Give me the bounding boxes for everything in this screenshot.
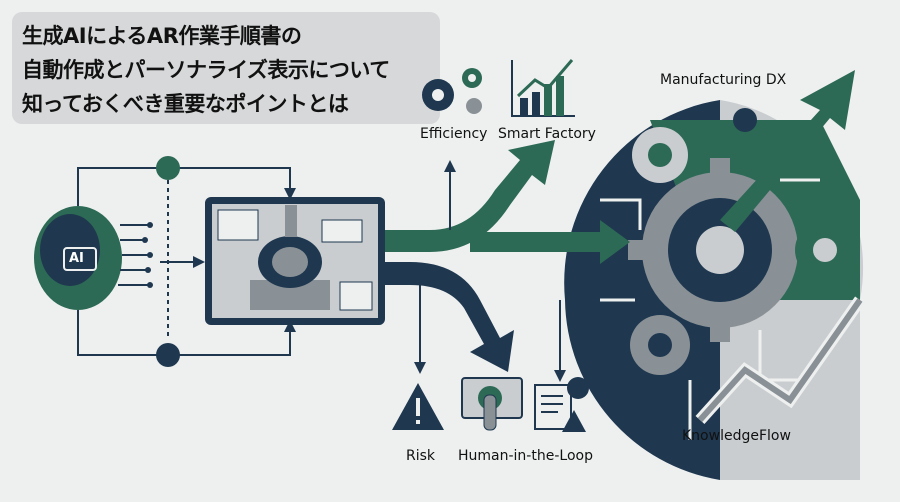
- growth-arrow: [720, 70, 855, 232]
- title-line-3: 知っておくべき重要なポイントとは: [22, 92, 349, 116]
- flow-arrow-up: [385, 140, 555, 252]
- title-line-2: 自動作成とパーソナライズ表示について: [22, 58, 390, 82]
- node-top: [156, 156, 180, 180]
- label-manufacturing-dx: Manufacturing DX: [660, 72, 787, 88]
- document-question-icon: [534, 377, 589, 432]
- rising-chart-icon: [511, 59, 575, 117]
- label-knowledgeflow: KnowledgeFlow: [682, 428, 791, 444]
- node-bottom: [156, 343, 180, 367]
- big-gear-icon: [564, 100, 865, 480]
- label-human-in-the-loop: Human-in-the-Loop: [458, 448, 593, 464]
- title-box: [12, 12, 440, 124]
- brain-icon: [34, 206, 153, 310]
- touch-screen-icon: [461, 377, 523, 431]
- ai-badge: AI: [69, 251, 84, 266]
- machine-screen-icon: [205, 197, 385, 325]
- label-efficiency: Efficiency: [420, 126, 488, 142]
- warning-icon: [392, 383, 444, 430]
- flow-arrow-down: [385, 262, 514, 372]
- flow-arrow-right: [470, 220, 630, 264]
- label-risk: Risk: [406, 448, 436, 464]
- label-smart-factory: Smart Factory: [498, 126, 596, 142]
- title-line-1: 生成AIによるAR作業手順書の: [22, 24, 302, 48]
- gears-icon: [422, 68, 482, 114]
